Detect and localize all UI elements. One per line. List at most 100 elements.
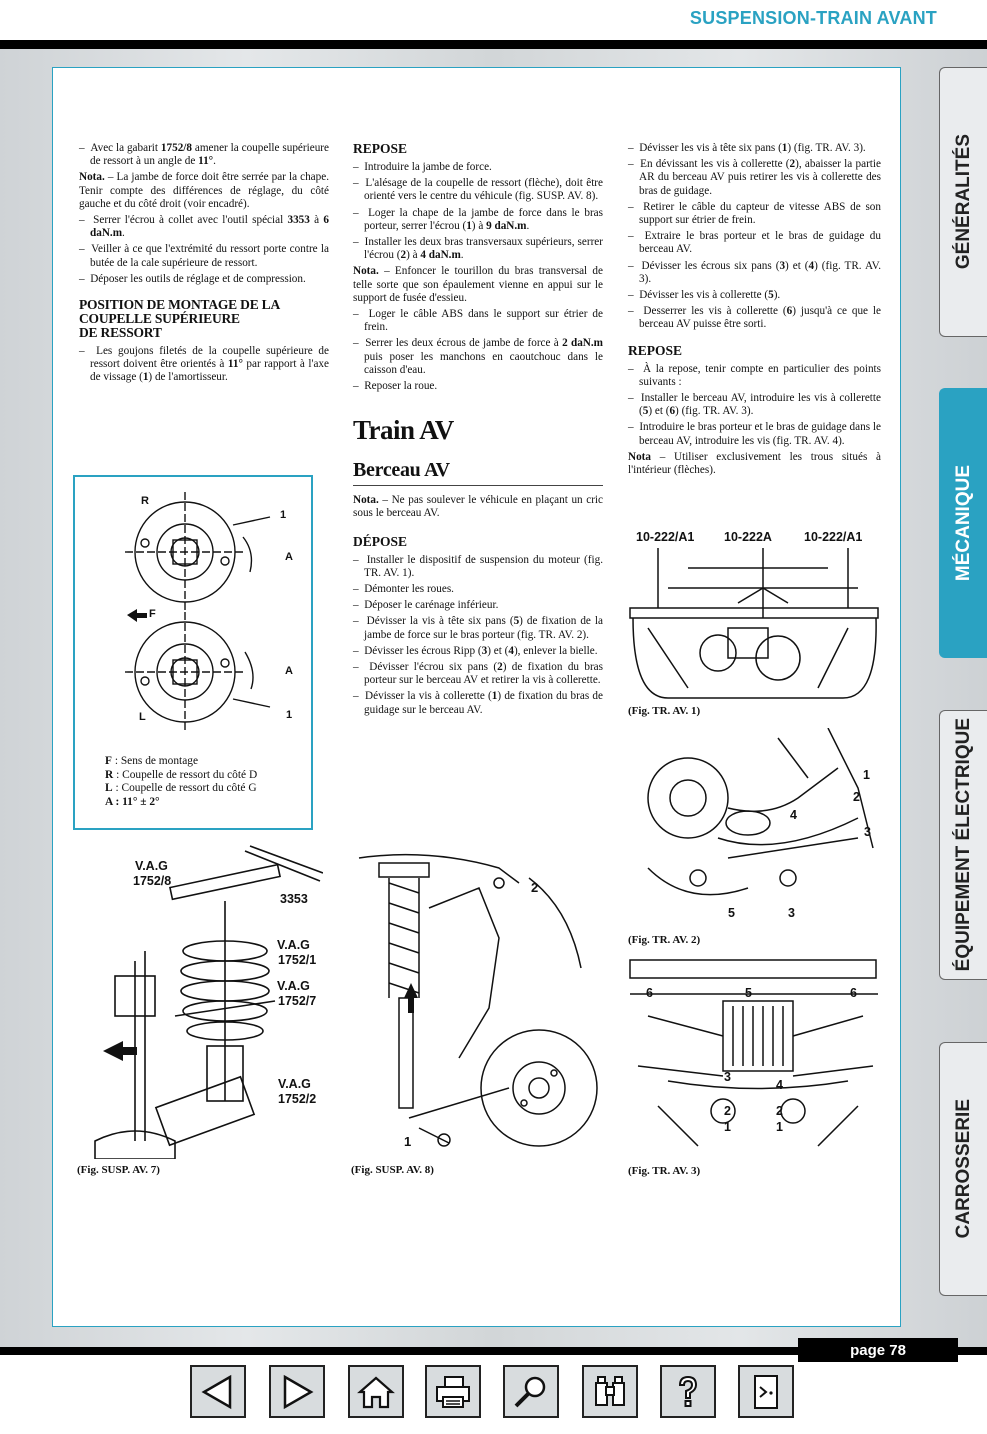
page-number: page 78 [798,1338,958,1362]
spring-compressor-drawing [94,845,324,1160]
fig8-caption: (Fig. SUSP. AV. 8) [351,1164,434,1176]
instruction-item: Nota – Utiliser exclusivement les trous … [628,450,881,477]
instruction-item: Nota. – Enfoncer le tourillon du bras tr… [353,265,603,304]
tr3-label-5: 5 [745,986,752,1000]
label-f: F [149,608,156,620]
column-3: – Dévisser les vis à tête six pans (1) (… [628,142,881,480]
repose-title-2: REPOSE [628,342,683,358]
figure-tr-av-1: 10-222/A1 10-222A 10-222/A1 [628,528,880,703]
exit-button[interactable] [738,1365,794,1418]
tr2-label-4: 4 [790,808,797,822]
spring-cup-diagram [125,492,271,732]
tr1-caption: (Fig. TR. AV. 1) [628,705,701,717]
label-a-bottom: A [285,665,293,677]
next-icon [283,1374,314,1409]
figure-susp-av-7: V.A.G 1752/8 3353 V.A.G 1752/1 V.A.G 175… [75,841,324,1160]
next-button[interactable] [269,1365,325,1418]
train-av-title: Train AV [353,415,454,446]
instruction-item: – L'alésage de la coupelle de ressort (f… [353,177,603,203]
find-button[interactable] [582,1365,638,1418]
tr3-caption: (Fig. TR. AV. 3) [628,1165,701,1177]
fig7-label-1752-8: 1752/8 [133,874,172,888]
home-button[interactable] [348,1365,404,1418]
tr1-label-c: 10-222/A1 [804,530,863,544]
tr3-label-6-right: 6 [850,986,857,1000]
tab-generalites[interactable]: GÉNÉRALITÉS [939,67,987,337]
tr3-label-6-left: 6 [646,986,653,1000]
binoculars-icon [595,1375,625,1406]
depose-title: DÉPOSE [353,533,408,549]
instruction-item: – Dévisser la vis à collerette (1) de fi… [353,690,603,716]
tab-carrosserie[interactable]: CARROSSERIE [939,1042,987,1296]
print-button[interactable] [425,1365,481,1418]
instruction-item: – Les goujons filetés de la coupelle sup… [79,345,329,384]
search-button[interactable] [503,1365,559,1418]
instruction-item: – Serrer les deux écrous de jambe de for… [353,337,603,376]
tab-mecanique[interactable]: MÉCANIQUE [939,388,987,658]
repose-items: – Introduire la jambe de force. – L'alésa… [353,161,603,393]
fig7-label-vag1: V.A.G [135,859,168,873]
column-1: – Avec la gabarit 1752/8 amener la coupe… [79,142,329,388]
instruction-item: – Extraire le bras porteur et le bras de… [628,230,881,256]
instruction-item: – Avec la gabarit 1752/8 amener la coupe… [79,142,329,168]
instruction-item: – Déposer les outils de réglage et de co… [79,272,306,285]
previous-button[interactable] [190,1365,246,1418]
bottom-rule [0,1347,987,1355]
fig7-caption: (Fig. SUSP. AV. 7) [77,1164,160,1176]
title-rule [353,485,603,487]
instruction-item: – En dévissant les vis à collerette (2),… [628,158,881,197]
subframe-drawing [629,959,878,1147]
top-rule [0,40,987,49]
suspension-strut-drawing [358,853,598,1147]
legend-item: L : Coupelle de ressort du côté G [105,782,257,794]
figure-tr-av-3: 5 6 6 3 4 2 2 1 1 [628,956,880,1161]
instruction-item: – À la repose, tenir compte en particuli… [628,362,881,388]
tab-equipement-electrique[interactable]: ÉQUIPEMENT ÉLECTRIQUE [939,710,987,980]
column-3-items: – Dévisser les vis à tête six pans (1) (… [628,142,881,332]
page-header-title: SUSPENSION-TRAIN AVANT [689,8,937,28]
instruction-item: Nota. – La jambe de force doit être serr… [79,171,329,210]
tr2-label-3-right: 3 [864,825,871,839]
label-1-top: 1 [280,509,287,521]
berceau-av-title: Berceau AV [353,459,450,482]
tr1-label-b: 10-222A [724,530,772,544]
figure-susp-av-8: 2 1 [349,848,601,1160]
column-1-items: – Avec la gabarit 1752/8 amener la coupe… [79,142,329,286]
column-1-items-2: – Les goujons filetés de la coupelle sup… [79,345,329,385]
instruction-item: – Dévisser la vis à tête six pans (5) de… [353,615,603,641]
exit-icon [754,1374,778,1409]
tr3-label-3: 3 [724,1070,731,1084]
instruction-item: – Introduire le bras porteur et le bras … [628,421,881,447]
fig7-label-1752-2: 1752/2 [278,1092,317,1106]
label-l: L [139,711,146,723]
home-icon [357,1376,395,1408]
instruction-item: – Loger le câble ABS dans le support sur… [353,308,603,334]
instruction-item: – Installer les deux bras transversaux s… [353,236,603,262]
tr3-label-2-right: 2 [776,1104,783,1118]
label-r: R [141,495,149,507]
instruction-item: – Dévisser l'écrou six pans (2) de fixat… [353,661,603,687]
instruction-item: – Déposer le carénage inférieur. [353,599,499,612]
help-button[interactable] [660,1365,716,1418]
tr3-label-1-right: 1 [776,1120,783,1134]
fig7-label-vag3: V.A.G [277,979,310,993]
fig8-label-1: 1 [404,1134,412,1149]
legend-item: A : 11° ± 2° [105,795,160,808]
previous-icon [201,1374,232,1409]
tr1-label-a: 10-222/A1 [636,530,695,544]
instruction-item: – Dévisser les vis à tête six pans (1) (… [628,142,866,154]
instruction-item: – Desserrer les vis à collerette (6) jus… [628,305,881,331]
figure-tr-av-2: 1 2 3 4 5 3 [628,727,880,928]
repose-title: REPOSE [353,141,408,156]
content-panel: – Avec la gabarit 1752/8 amener la coupe… [52,67,901,1327]
tr2-label-2: 2 [853,790,860,804]
search-icon [514,1376,546,1407]
tr2-label-1: 1 [863,768,870,782]
instruction-item: – Retirer le câble du capteur de vitesse… [628,200,881,227]
tr2-label-5: 5 [728,906,735,920]
tr2-label-3-bottom: 3 [788,906,795,920]
legend-item: F : Sens de montage [105,755,199,767]
instruction-item: – Introduire la jambe de force. [353,161,492,173]
fig7-label-1752-7: 1752/7 [278,994,317,1008]
tr3-label-4: 4 [776,1078,783,1092]
